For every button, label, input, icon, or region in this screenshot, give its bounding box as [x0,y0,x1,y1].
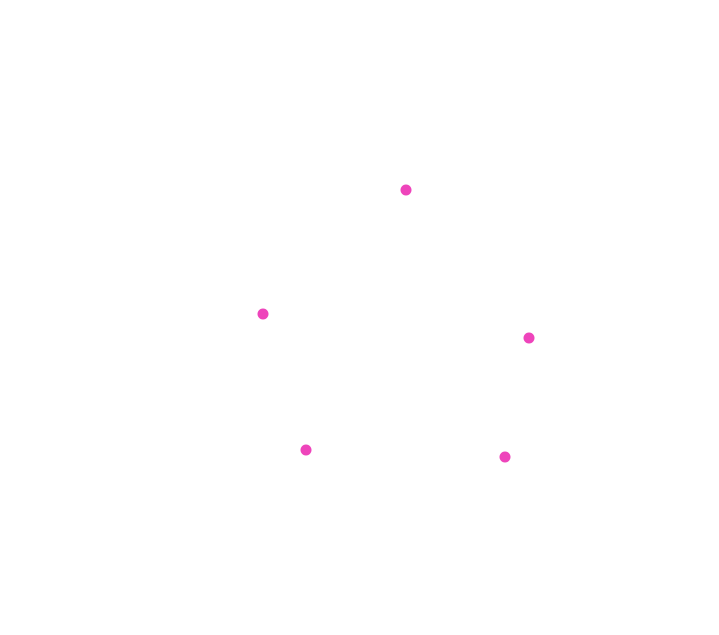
dot-3 [523,332,535,344]
dot-2 [257,308,269,320]
dot-1 [400,184,412,196]
dot-5 [499,451,511,463]
dot-4 [300,444,312,456]
